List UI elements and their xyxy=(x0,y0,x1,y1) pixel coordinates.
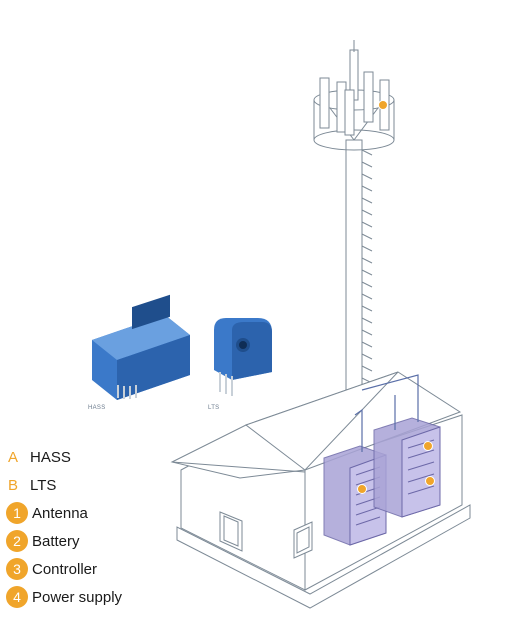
hass-caption: HASS xyxy=(88,405,106,411)
lts-caption: LTS xyxy=(208,405,220,411)
legend-item-lts: B LTS xyxy=(6,471,186,499)
legend-item-power-supply: 4 Power supply xyxy=(6,583,186,611)
legend-label-battery: Battery xyxy=(32,532,80,550)
hass-sensor-illustration xyxy=(92,294,190,400)
lts-sensor-illustration xyxy=(214,318,272,396)
legend-item-battery: 2 Battery xyxy=(6,527,186,555)
legend-label-controller: Controller xyxy=(32,560,98,578)
number-badge-3: 3 xyxy=(6,558,28,580)
antenna-marker xyxy=(378,100,388,110)
legend-letter-b: B xyxy=(8,476,19,494)
legend-item-antenna: 1 Antenna xyxy=(6,499,186,527)
legend-item-controller: 3 Controller xyxy=(6,555,186,583)
power-supply-marker xyxy=(425,476,435,486)
controller-marker xyxy=(423,441,433,451)
tower-pegs xyxy=(361,149,373,384)
legend-letter-a: A xyxy=(8,448,19,466)
number-badge-4: 4 xyxy=(6,586,28,608)
legend-label-hass: HASS xyxy=(30,448,71,466)
cable-run xyxy=(354,374,419,452)
number-badge-2: 2 xyxy=(6,530,28,552)
number-badge-1: 1 xyxy=(6,502,28,524)
legend-label-power-supply: Power supply xyxy=(32,588,123,606)
legend: A HASS B LTS 1 Antenna 2 Battery 3 Contr… xyxy=(6,443,186,611)
legend-item-hass: A HASS xyxy=(6,443,186,471)
battery-marker xyxy=(357,484,367,494)
legend-label-lts: LTS xyxy=(30,476,57,494)
legend-label-antenna: Antenna xyxy=(32,504,88,522)
cell-tower xyxy=(313,40,395,416)
